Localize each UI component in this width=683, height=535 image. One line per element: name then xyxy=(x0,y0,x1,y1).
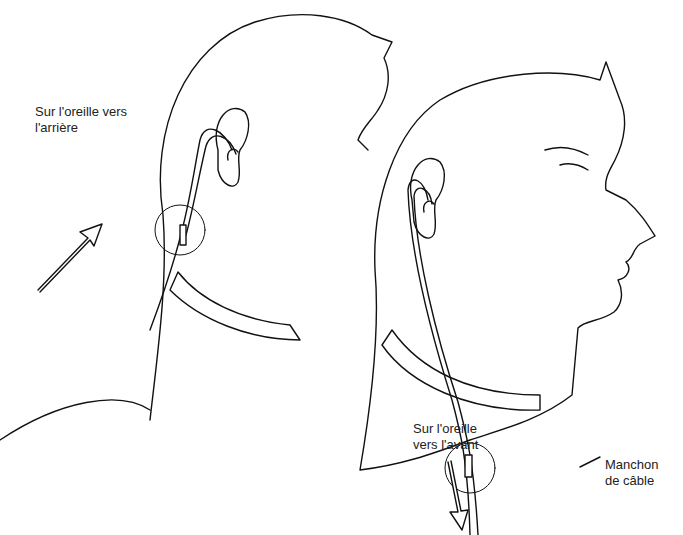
leader-line xyxy=(580,457,600,467)
callout-label: Sur l'oreille vers l'avant xyxy=(413,421,493,453)
callout-label: Manchon de câble xyxy=(605,457,667,489)
direction-arrow xyxy=(38,224,102,292)
callout-label: Sur l'oreille vers l'arrière xyxy=(35,104,147,136)
direction-arrow xyxy=(448,461,468,530)
rear-head xyxy=(0,15,392,440)
